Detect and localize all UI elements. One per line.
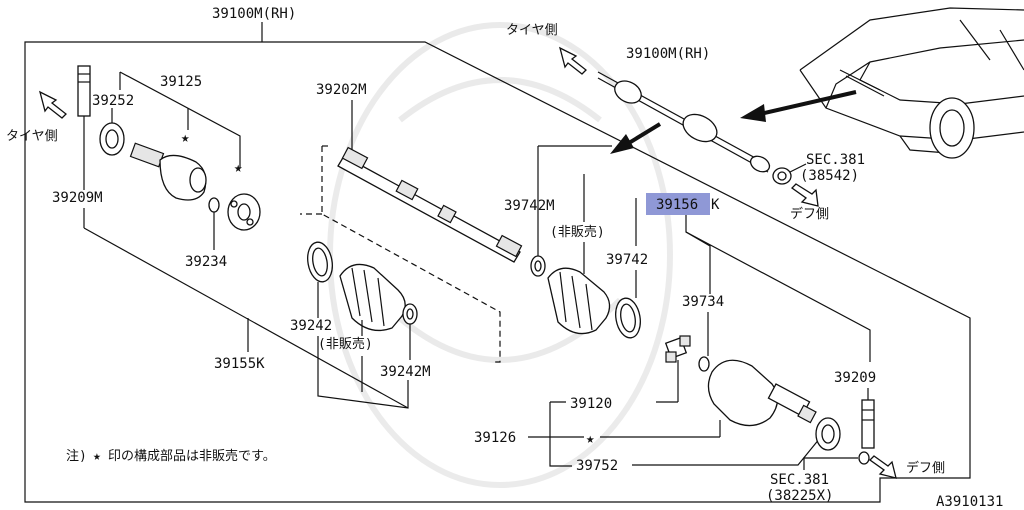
part-39202m-shaft: [337, 146, 523, 263]
part-tripod: [664, 335, 691, 363]
part-39752-ring: [815, 417, 841, 451]
label-39734[interactable]: 39734: [682, 294, 724, 310]
label-sec381-top[interactable]: SEC.381: [806, 152, 865, 168]
label-39742m[interactable]: 39742M: [504, 198, 555, 214]
star-marker-2: ★: [234, 160, 243, 176]
label-diff-side-top: デフ側: [790, 206, 829, 222]
label-39100m-inset[interactable]: 39100M(RH): [626, 46, 710, 62]
part-sec381-top-seal: [772, 167, 792, 185]
part-39742-clamp: [615, 297, 641, 339]
part-39242m-clamp: [402, 303, 418, 325]
part-cage: [227, 193, 261, 231]
arrow-icon: [868, 455, 897, 479]
part-39242-clamp: [307, 241, 333, 283]
label-sec381-bottom-sub[interactable]: (38225X): [766, 488, 833, 504]
part-boot-right: [547, 267, 611, 335]
label-39209[interactable]: 39209: [834, 370, 876, 386]
star-marker-3: ★: [586, 431, 595, 447]
label-diff-side-bottom: デフ側: [906, 460, 945, 476]
label-39100m-top[interactable]: 39100M(RH): [212, 6, 296, 22]
label-39126[interactable]: 39126: [474, 430, 516, 446]
label-sec381-bottom[interactable]: SEC.381: [770, 472, 829, 488]
part-sec381-bottom-seal: [858, 451, 870, 465]
label-39252[interactable]: 39252: [92, 93, 134, 109]
label-39202m[interactable]: 39202M: [316, 82, 367, 98]
star-marker-1: ★: [181, 130, 190, 146]
label-39742[interactable]: 39742: [606, 252, 648, 268]
footnote-text: 印の構成部品は非販売です。: [108, 448, 276, 464]
arrow-icon: [39, 90, 67, 119]
diagram-id: A3910131: [936, 494, 1003, 510]
label-39156k[interactable]: 39156: [656, 197, 698, 213]
footnote-prefix: 注): [66, 449, 87, 464]
inset-shaft-assembly: [597, 71, 771, 173]
part-39209m-stud: [77, 65, 91, 117]
label-not-sold-2[interactable]: (非販売): [550, 224, 605, 240]
arrow-icon: [740, 90, 857, 122]
label-39155k-left[interactable]: 39155K: [214, 356, 265, 372]
label-not-sold-1[interactable]: (非販売): [318, 336, 373, 352]
highlight-39156k: [646, 193, 710, 215]
part-39742m-clamp: [530, 255, 546, 277]
arrow-icon: [790, 183, 819, 207]
part-39252-ring: [99, 122, 125, 156]
label-39125[interactable]: 39125: [160, 74, 202, 90]
part-39120-housing: [707, 359, 817, 427]
part-39234-circlip: [208, 197, 220, 213]
label-39120[interactable]: 39120: [570, 396, 612, 412]
label-tire-side-left: タイヤ側: [6, 129, 58, 144]
part-39734-circlip: [698, 356, 710, 372]
arrow-icon: [559, 46, 587, 75]
part-boot-left: [339, 263, 406, 332]
assembly-outline: [24, 41, 971, 503]
label-39209m[interactable]: 39209M: [52, 190, 103, 206]
label-39242m[interactable]: 39242M: [380, 364, 431, 380]
label-sec381-top-sub[interactable]: (38542): [800, 168, 859, 184]
part-39125-outer-joint: [129, 142, 207, 201]
label-39242[interactable]: 39242: [290, 318, 332, 334]
arrow-icon: [610, 122, 662, 154]
car-illustration: [799, 7, 1024, 159]
dashed-group-box: [321, 146, 501, 363]
label-39234[interactable]: 39234: [185, 254, 227, 270]
footnote-star: ★: [93, 449, 101, 464]
label-39752[interactable]: 39752: [576, 458, 618, 474]
label-tire-side-top: タイヤ側: [506, 23, 558, 38]
label-39156k-suffix[interactable]: K: [711, 197, 720, 213]
part-39209-stud: [861, 399, 875, 449]
